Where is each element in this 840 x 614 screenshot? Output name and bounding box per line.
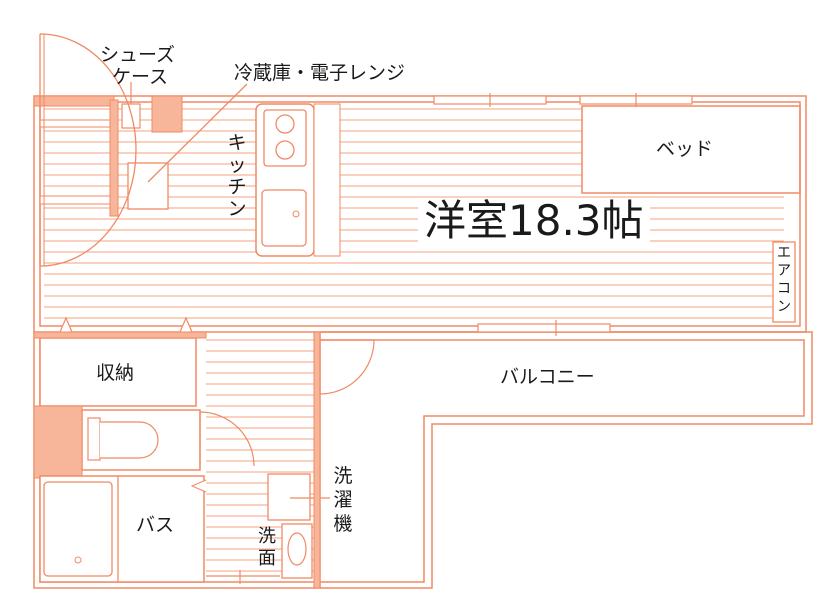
entrance-post bbox=[109, 99, 119, 217]
balcony-outline bbox=[320, 331, 813, 589]
kitchen-label: キッチン bbox=[227, 132, 247, 220]
bathtub-drain bbox=[74, 556, 82, 564]
stove bbox=[263, 109, 307, 167]
sink-drain bbox=[292, 210, 300, 218]
aircon bbox=[772, 241, 796, 323]
marker-right bbox=[179, 316, 193, 333]
entrance-wall-4 bbox=[39, 195, 111, 205]
storage bbox=[39, 337, 197, 407]
washbasin-label: 洗面 bbox=[258, 526, 276, 569]
western-room-label: 洋室18.3帖 bbox=[418, 198, 650, 244]
fridge-microwave-label: 冷蔵庫・電子レンジ bbox=[234, 62, 406, 84]
balcony-label: バルコニー bbox=[500, 366, 595, 388]
storage-wall bbox=[33, 331, 207, 339]
bathtub bbox=[43, 481, 113, 577]
toilet-tank bbox=[87, 417, 101, 461]
toilet-wall-fill bbox=[33, 405, 83, 479]
washbasin-bowl bbox=[287, 532, 307, 566]
shoe-case-label-2: ケース bbox=[112, 66, 169, 88]
aircon-label: エアコン bbox=[777, 245, 791, 315]
toilet-door-arc bbox=[199, 411, 255, 467]
fridge-leader bbox=[147, 83, 248, 183]
balcony-window bbox=[477, 320, 611, 336]
entrance-wall-2 bbox=[151, 95, 183, 133]
toilet-bowl bbox=[100, 421, 159, 459]
entrance-wall bbox=[33, 95, 115, 107]
washing-machine-label: 洗濯機 bbox=[333, 465, 353, 535]
bottom-window bbox=[206, 570, 280, 584]
entrance-door-arc bbox=[39, 33, 137, 267]
top-windows bbox=[433, 93, 693, 107]
storage-label: 収納 bbox=[96, 362, 135, 384]
counter-edge bbox=[313, 103, 341, 257]
bed-label: ベッド bbox=[656, 138, 714, 160]
bed bbox=[581, 105, 801, 194]
shoe-case-box bbox=[121, 103, 141, 129]
burner-bottom bbox=[275, 140, 295, 160]
washing-machine-box bbox=[267, 473, 311, 521]
hall-door-arc bbox=[319, 339, 375, 395]
shoe-case-label-1: シューズ bbox=[100, 44, 176, 66]
hall-right-wall bbox=[313, 331, 321, 589]
marker-left bbox=[59, 316, 73, 333]
bath-door-marker bbox=[190, 479, 207, 493]
washbasin-box bbox=[281, 523, 313, 579]
burner-top bbox=[275, 114, 295, 134]
entrance-wall-3 bbox=[39, 119, 111, 128]
kitchen-sink bbox=[261, 189, 307, 247]
bath-label: バス bbox=[136, 514, 175, 536]
